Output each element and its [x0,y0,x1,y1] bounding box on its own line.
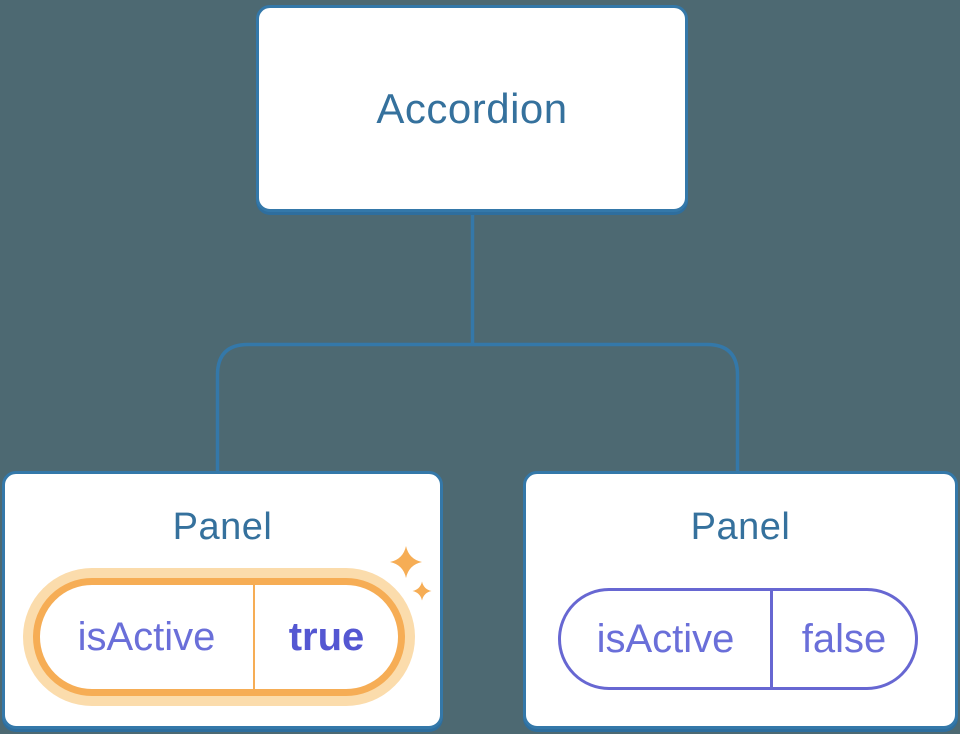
connector-branch [215,342,740,472]
state-value-label: true [288,614,365,659]
sparkles-icon [390,546,432,601]
state-key-label: isActive [561,591,773,687]
node-accordion-label: Accordion [376,84,568,132]
panel-inactive-label: Panel [690,506,791,548]
node-panel-active: Panel isActive true [2,471,443,729]
state-value-label: false [801,616,887,661]
state-pill-inactive: isActive false [558,588,918,690]
state-key-label: isActive [40,585,255,689]
node-accordion: Accordion [256,5,688,212]
state-pill-active: isActive true [33,578,405,696]
panel-active-label: Panel [172,506,273,548]
node-panel-inactive: Panel isActive false [523,471,958,729]
